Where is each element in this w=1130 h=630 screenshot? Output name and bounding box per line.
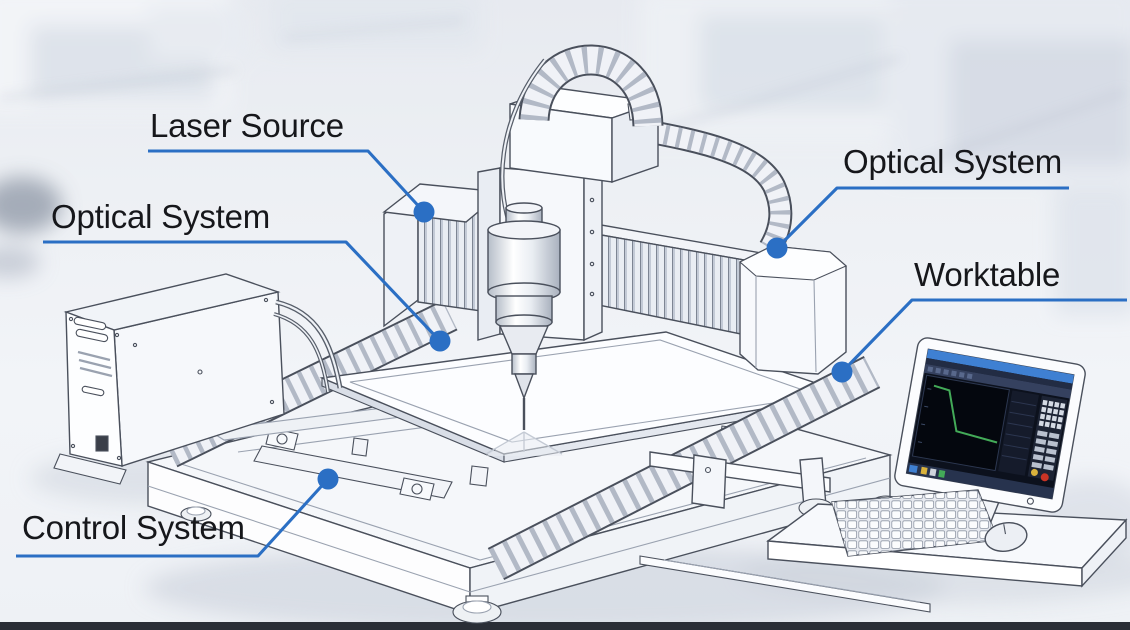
- label-control-system: Control System: [22, 509, 245, 546]
- background-blurred-machines: [0, 0, 1130, 562]
- image-bottom-edge: [0, 622, 1130, 630]
- callout-dot-control-system: [317, 468, 339, 490]
- leveling-foot: [180, 506, 212, 522]
- callout-line-control-system: [16, 477, 330, 558]
- vent-slot: [73, 316, 107, 331]
- callout-line-optical-system-left: [43, 240, 442, 343]
- callout-dot-laser-source: [413, 201, 435, 223]
- callout-line-worktable: [840, 298, 1127, 374]
- keyboard: [831, 489, 999, 557]
- leveling-foot: [452, 595, 502, 624]
- control-box: [53, 273, 343, 485]
- mouse: [984, 522, 1028, 552]
- label-worktable: Worktable: [914, 256, 1061, 293]
- cable-chain-horizontal: [637, 118, 793, 255]
- gantry-beam: [583, 221, 791, 345]
- handle-slot: [81, 385, 105, 397]
- callout-dot-optical-system-right: [766, 237, 788, 259]
- vent-slot: [75, 328, 109, 343]
- screen-curve: [933, 384, 998, 444]
- monitor-power-button: [1026, 497, 1034, 505]
- power-switch: [95, 435, 109, 452]
- start-button: [1030, 468, 1038, 476]
- laser-head: [485, 202, 564, 456]
- callout-line-laser-source: [148, 149, 426, 214]
- callout-dot-worktable: [831, 361, 853, 383]
- screen-titlebar: [926, 349, 1074, 384]
- callout-leaders: [16, 149, 1127, 558]
- deck-connector: [399, 477, 435, 501]
- screen-plot-area: [911, 374, 1010, 472]
- label-optical-system-left: Optical System: [51, 198, 271, 235]
- gantry-column-right: [739, 245, 848, 375]
- callout-line-optical-system-right: [775, 186, 1069, 250]
- stop-button: [1040, 473, 1049, 482]
- label-optical-system-right: Optical System: [843, 143, 1063, 180]
- label-laser-source: Laser Source: [150, 107, 344, 144]
- callout-dot-optical-system-left: [429, 330, 451, 352]
- background-blurred-lines: [0, 18, 1126, 167]
- laser-nozzle: [513, 373, 535, 400]
- worktable-assembly: [206, 331, 849, 487]
- laser-beam-glow: [486, 432, 564, 456]
- screen-side-panel: [998, 390, 1039, 476]
